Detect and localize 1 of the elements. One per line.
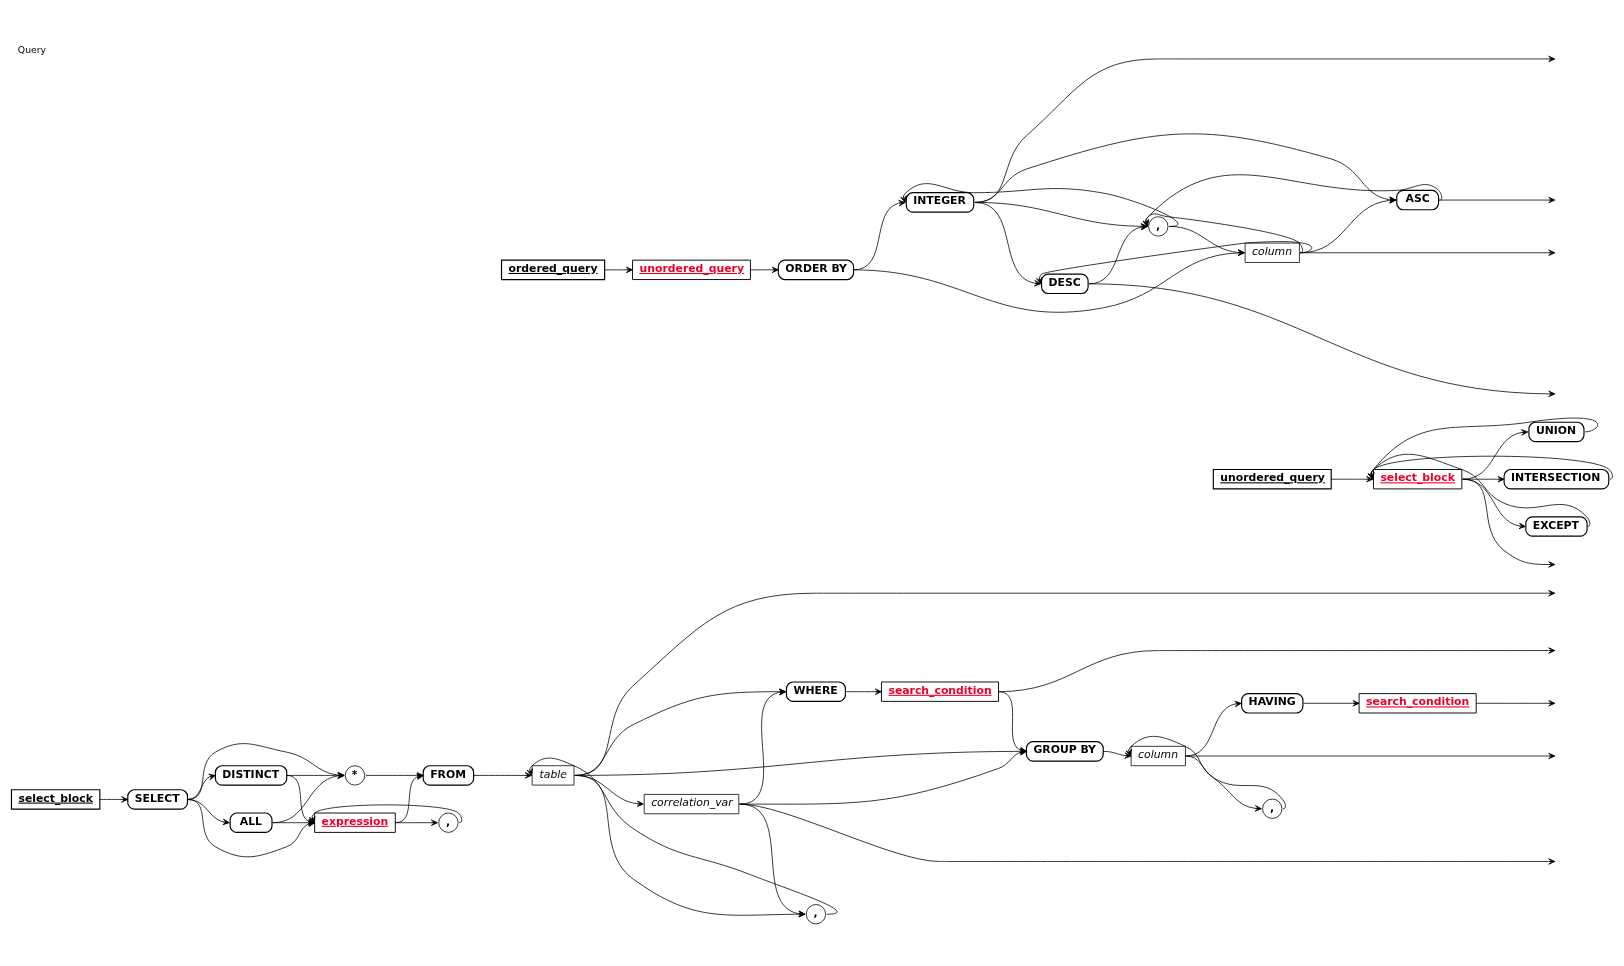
diagram-title: Query: [17, 43, 47, 55]
